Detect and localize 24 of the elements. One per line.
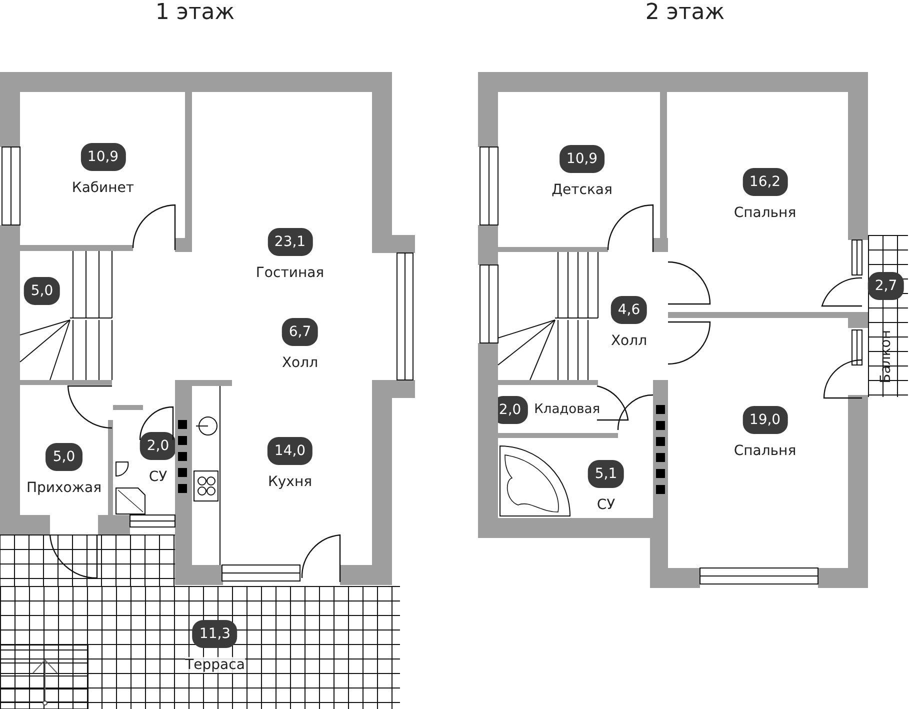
area-badge: 5,0 bbox=[24, 277, 60, 305]
area-badge: 10,9 bbox=[559, 145, 605, 173]
area-badge: 2,0 bbox=[140, 432, 176, 460]
room-name: Кухня bbox=[268, 474, 312, 490]
area-badge: 19,0 bbox=[742, 406, 788, 434]
floor-heading: 1 этаж bbox=[155, 0, 235, 25]
room-name: Кладовая bbox=[534, 402, 600, 418]
floor-heading: 2 этаж bbox=[645, 0, 725, 25]
balcony-area bbox=[868, 235, 908, 397]
room-name: Детская bbox=[552, 182, 612, 198]
area-badge: 4,6 bbox=[610, 296, 648, 324]
area-badge: 5,1 bbox=[588, 460, 624, 488]
terrace-area bbox=[0, 586, 400, 709]
area-badge: 10,9 bbox=[80, 143, 126, 171]
area-badge: 23,1 bbox=[267, 228, 313, 256]
room-name: Балкон bbox=[878, 330, 894, 384]
area-badge: 11,3 bbox=[192, 620, 238, 648]
area-badge: 14,0 bbox=[267, 437, 313, 465]
area-badge: 16,2 bbox=[742, 168, 788, 196]
area-badge: 6,7 bbox=[282, 318, 318, 346]
room-name: Терраса bbox=[185, 657, 245, 673]
room-name: Прихожая bbox=[26, 480, 102, 496]
area-badge: 5,0 bbox=[46, 443, 82, 471]
area-badge: 2,7 bbox=[868, 272, 904, 300]
